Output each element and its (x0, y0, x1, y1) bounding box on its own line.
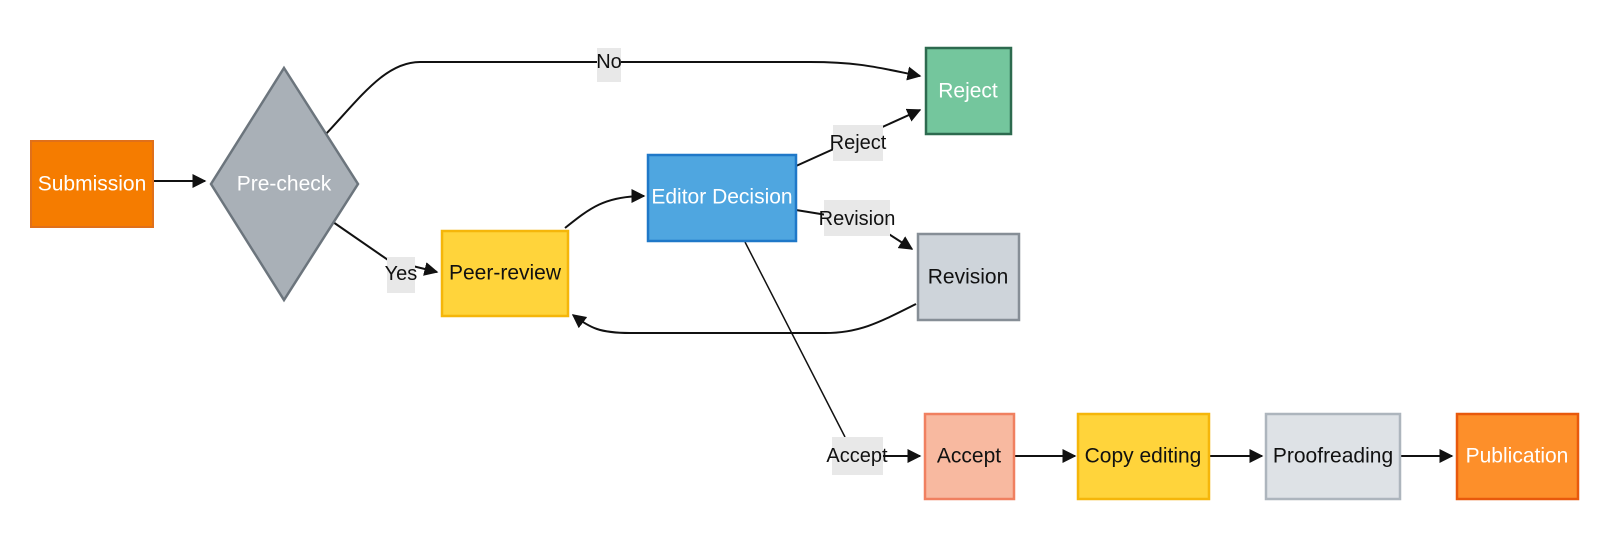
edge-label-revision: Revision (819, 200, 896, 236)
node-precheck-label: Pre-check (237, 173, 332, 196)
node-proofreading: Proofreading (1264, 412, 1402, 501)
node-editor-decision: Editor Decision (646, 153, 798, 243)
edge-precheck-to-reject (324, 61, 922, 136)
edge-label-revision-text: Revision (819, 208, 896, 230)
edge-label-yes: Yes (385, 257, 418, 293)
edge-label-accept-text: Accept (826, 445, 888, 467)
node-revision-label: Revision (928, 266, 1009, 289)
node-submission: Submission (30, 140, 154, 228)
node-publication: Publication (1455, 412, 1580, 501)
node-editor-decision-label: Editor Decision (651, 186, 792, 209)
edge-label-yes-text: Yes (385, 263, 418, 285)
node-accept-label: Accept (937, 445, 1001, 468)
node-reject-label: Reject (938, 80, 998, 103)
edge-editor-decision-to-accept (744, 241, 846, 438)
node-copy-editing-label: Copy editing (1085, 445, 1202, 468)
edges (153, 61, 1454, 463)
node-peer-review: Peer-review (440, 229, 570, 318)
edge-label-reject: Reject (830, 125, 887, 161)
node-submission-label: Submission (38, 173, 147, 196)
node-precheck: Pre-check (209, 65, 360, 303)
edge-label-no: No (596, 48, 622, 82)
node-accept: Accept (923, 412, 1016, 501)
edge-labels: No Yes Reject Revision Accept (385, 48, 896, 475)
edge-label-no-text: No (596, 51, 622, 73)
nodes: Submission Pre-check Peer-review Editor … (30, 46, 1580, 501)
edge-label-accept: Accept (826, 437, 888, 475)
node-reject: Reject (924, 46, 1013, 136)
node-copy-editing: Copy editing (1076, 412, 1211, 501)
edge-peer-review-to-editor-decision (564, 189, 646, 229)
node-proofreading-label: Proofreading (1273, 445, 1393, 468)
node-publication-label: Publication (1466, 445, 1569, 468)
node-revision: Revision (916, 232, 1021, 322)
node-peer-review-label: Peer-review (449, 262, 562, 285)
edge-revision-to-peer-review (571, 303, 917, 334)
edge-label-reject-text: Reject (830, 132, 887, 154)
